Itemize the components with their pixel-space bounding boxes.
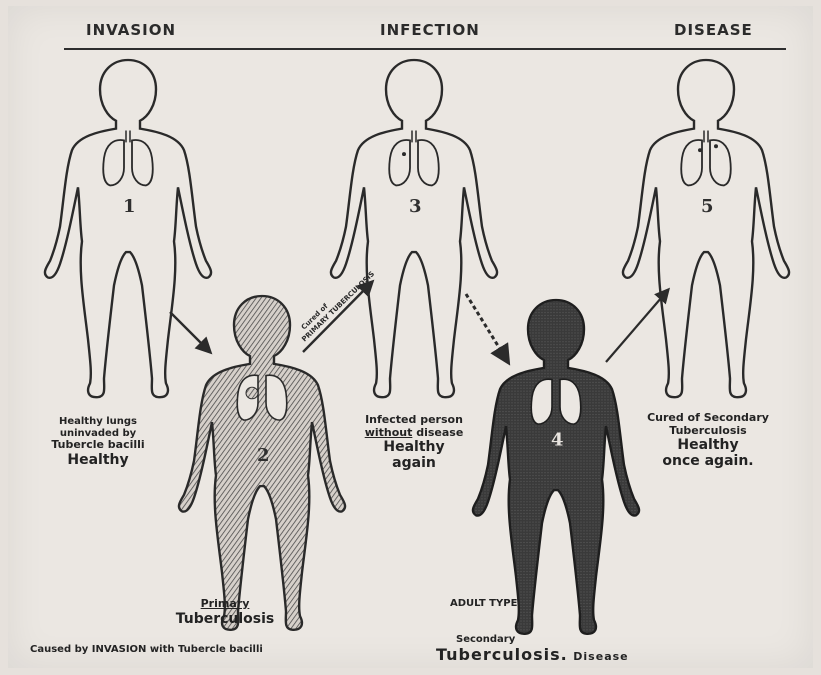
figure-5-number: 5 [701, 196, 714, 217]
caption-primary-cause-text: Caused by INVASION with Tubercle bacilli [30, 644, 340, 656]
caption-healthy-4: Healthy [28, 452, 168, 468]
caption-secondary-disease: Secondary Tuberculosis. Disease [436, 634, 686, 664]
caption-infected-disease: disease [416, 426, 463, 439]
arrow-4-to-5 [606, 290, 668, 362]
arrow-1-to-2 [170, 312, 210, 352]
caption-infected-without: without [365, 426, 413, 439]
caption-infected-again: again [344, 455, 484, 471]
figure-1-number: 1 [123, 196, 136, 217]
caption-adult-type: ADULT TYPE [450, 598, 550, 610]
figure-2-number: 2 [257, 445, 270, 466]
caption-infected-2: without disease [344, 427, 484, 440]
arrow-label-cured-primary: Cured of PRIMARY TUBERCULOSIS [294, 263, 376, 343]
figure-3-number: 3 [409, 196, 422, 217]
caption-healthy: Healthy lungs uninvaded by Tubercle baci… [28, 416, 168, 468]
arrow-3-to-4-dashed [466, 294, 508, 362]
caption-secondary-disease-word: Disease [573, 650, 628, 663]
figure-4-secondary-tb: 4 [473, 300, 639, 634]
caption-secondary-again: once again. [628, 453, 788, 469]
caption-primary: Primary Tuberculosis [150, 598, 300, 627]
caption-infected: Infected person without disease Healthy … [344, 414, 484, 471]
caption-adult-type-text: ADULT TYPE [450, 598, 550, 610]
caption-healthy-3: Tubercle bacilli [28, 439, 168, 452]
figure-4-number: 4 [551, 430, 564, 451]
caption-secondary-2: Tuberculosis [628, 425, 788, 438]
caption-secondary-healthy: Healthy [628, 437, 788, 453]
caption-infected-healthy: Healthy [344, 439, 484, 455]
caption-secondary-cured: Cured of Secondary Tuberculosis Healthy … [628, 412, 788, 469]
caption-secondary-1: Cured of Secondary [628, 412, 788, 425]
figure-1-healthy: 1 [45, 60, 211, 397]
caption-primary-tb: Tuberculosis [150, 611, 300, 627]
caption-healthy-1: Healthy lungs [28, 416, 168, 428]
caption-secondary-tb: Tuberculosis. [436, 645, 568, 664]
caption-primary-cause: Caused by INVASION with Tubercle bacilli [30, 644, 340, 656]
figure-3-infected: 3 [331, 60, 497, 397]
figure-5-cured: 5 [623, 60, 789, 397]
caption-primary-label: Primary [150, 598, 300, 611]
